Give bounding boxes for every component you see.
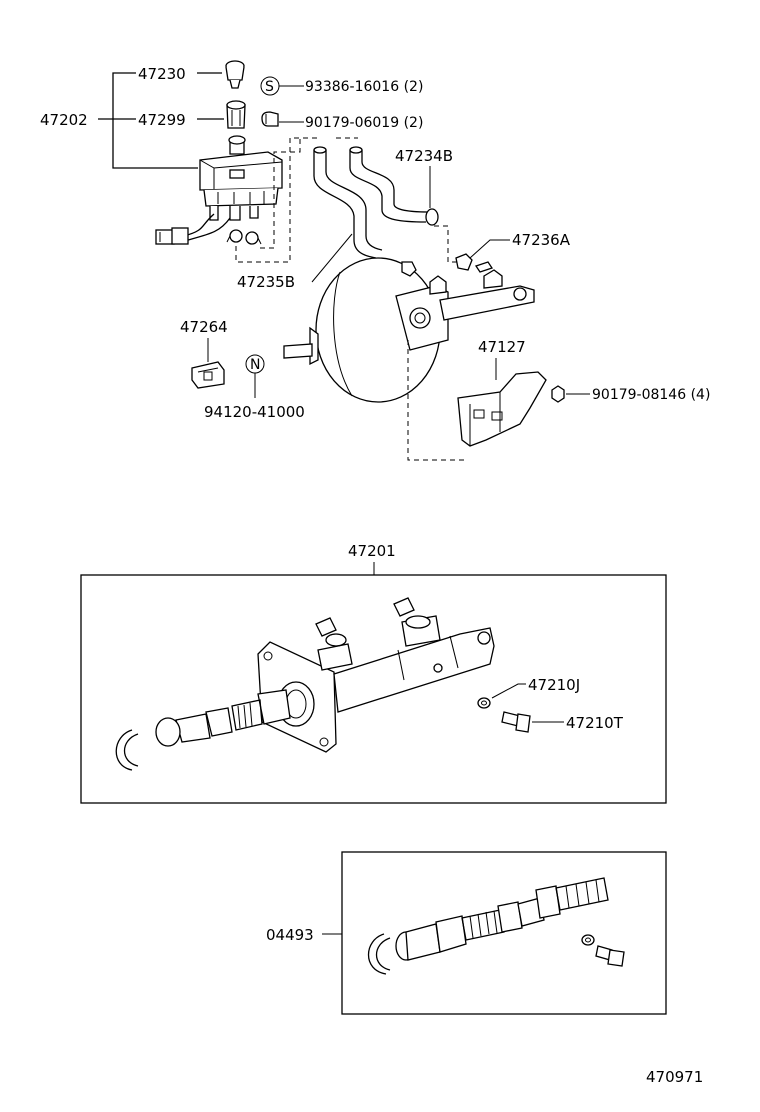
label-47235B: 47235B xyxy=(237,273,295,291)
hose-clip-icon xyxy=(261,111,279,127)
label-93386-16016: 93386-16016 (2) xyxy=(305,79,423,95)
label-47299: 47299 xyxy=(138,111,186,129)
label-90179-06019: 90179-06019 (2) xyxy=(305,115,423,131)
label-47202: 47202 xyxy=(40,111,88,129)
union-bolt-47210t-icon xyxy=(501,711,531,733)
label-47210J: 47210J xyxy=(528,676,580,694)
svg-text:S: S xyxy=(265,79,274,95)
repair-kit-snap-ring-icon xyxy=(368,933,391,975)
repair-kit-gasket-icon xyxy=(581,934,595,946)
reservoir-hose-47234b-icon xyxy=(349,146,439,226)
master-cylinder-small-icon xyxy=(429,261,535,321)
brake-booster-icon xyxy=(283,257,449,403)
gasket-47210j-icon xyxy=(477,697,491,709)
label-47127: 47127 xyxy=(478,338,526,356)
reservoir-hose-47235b-icon xyxy=(313,146,383,259)
repair-kit-box xyxy=(341,851,667,1015)
figure-number: 470971 xyxy=(646,1068,703,1086)
label-47201: 47201 xyxy=(348,542,396,560)
strainer-icon xyxy=(226,100,246,129)
flange-nut-icon xyxy=(551,385,565,403)
repair-kit-bolt-icon xyxy=(595,945,625,967)
hose-clip-47236a-icon xyxy=(455,253,473,271)
master-cylinder-icon xyxy=(155,597,495,753)
label-47234B: 47234B xyxy=(395,147,453,165)
label-47236A: 47236A xyxy=(512,231,571,249)
n-symbol-icon: N xyxy=(245,354,265,374)
reservoir-hose-clips-icon xyxy=(226,229,262,245)
label-94120-41000: 94120-41000 xyxy=(204,403,305,421)
label-47210T: 47210T xyxy=(566,714,624,732)
reservoir-tank-icon xyxy=(199,135,283,221)
repair-kit-piston-icon xyxy=(395,877,609,961)
label-90179-08146: 90179-08146 (4) xyxy=(592,387,710,403)
booster-bracket-icon xyxy=(457,371,547,447)
s-symbol-icon: S xyxy=(260,76,280,96)
level-sensor-connector-icon xyxy=(155,213,231,245)
svg-text:N: N xyxy=(250,357,260,373)
label-04493: 04493 xyxy=(266,926,314,944)
reservoir-cap-icon xyxy=(225,60,245,89)
label-47264: 47264 xyxy=(180,318,228,336)
label-47230: 47230 xyxy=(138,65,186,83)
master-cylinder-assy-box xyxy=(80,574,667,804)
snap-ring-icon xyxy=(115,729,139,771)
clamp-47264-icon xyxy=(191,361,225,389)
group-bracket-47202 xyxy=(98,72,224,169)
